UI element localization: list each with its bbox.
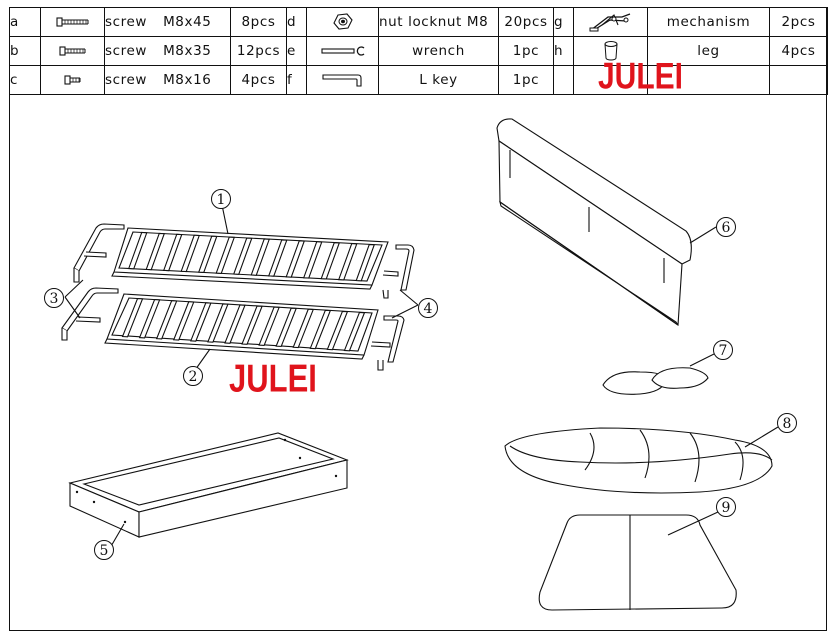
slat — [207, 303, 229, 343]
slat — [337, 243, 358, 281]
slat — [309, 309, 332, 350]
slat — [180, 234, 201, 273]
callout-2: 2 — [183, 366, 203, 386]
slat — [326, 310, 349, 351]
part-name: mechanism — [647, 7, 770, 37]
part-name: screw — [105, 43, 148, 59]
pillows-7 — [602, 352, 717, 395]
slat — [355, 243, 376, 282]
watermark-top: JULEI — [598, 55, 684, 97]
callout-4: 4 — [418, 298, 438, 318]
part-name: screw — [105, 72, 148, 88]
part-qty: 20pcs — [498, 7, 554, 37]
part-qty: 1pc — [498, 36, 554, 66]
mattress-8 — [504, 426, 779, 494]
slat — [250, 238, 271, 276]
part-size: M8x35 — [163, 43, 212, 59]
slat — [302, 241, 323, 279]
slat — [121, 297, 144, 338]
part-size: M8x45 — [163, 14, 212, 30]
storage-box-5 — [68, 432, 349, 549]
slatted-frame-2 — [61, 287, 405, 371]
slat — [258, 306, 280, 346]
callout-9: 9 — [716, 497, 736, 517]
part-name-cell: screw M8x35 — [104, 36, 231, 66]
short-screw-icon — [40, 65, 105, 95]
part-qty: 4pcs — [230, 65, 287, 95]
slat — [138, 299, 161, 339]
callout-5: 5 — [94, 540, 114, 560]
callout-8: 8 — [777, 413, 797, 433]
slat — [145, 232, 166, 271]
part-name-cell: screw M8x45 — [104, 7, 231, 37]
slat — [190, 302, 212, 342]
slat — [172, 301, 195, 341]
part-name: nut locknut — [379, 14, 462, 30]
slat — [224, 304, 246, 344]
slat — [320, 242, 341, 280]
slat — [285, 240, 306, 278]
backrest-6 — [496, 118, 717, 327]
part-qty: 12pcs — [230, 36, 287, 66]
slat — [267, 239, 288, 277]
empty-cell — [769, 65, 828, 95]
part-name: leg — [647, 36, 770, 66]
slat — [275, 307, 297, 348]
slat — [162, 233, 183, 272]
part-qty: 4pcs — [769, 36, 828, 66]
long-screw-icon — [40, 7, 105, 37]
slat — [215, 236, 236, 274]
empty-cell — [573, 65, 648, 95]
l-key-icon — [306, 65, 379, 95]
watermark-middle: JULEI — [229, 356, 317, 401]
part-name: screw — [105, 14, 148, 30]
part-size: M8 — [466, 14, 489, 30]
slatted-frame-1 — [73, 223, 415, 299]
seat-cushion-9 — [538, 511, 737, 611]
callout-6: 6 — [716, 217, 736, 237]
callout-7: 7 — [713, 340, 733, 360]
slat — [197, 235, 218, 274]
slat — [343, 311, 366, 352]
part-name: wrench — [378, 36, 499, 66]
lock-nut-icon — [306, 7, 379, 37]
part-size: M8x16 — [163, 72, 212, 88]
slat — [292, 308, 315, 349]
slat — [232, 237, 253, 275]
callout-1: 1 — [211, 189, 231, 209]
part-letter: f — [286, 65, 307, 95]
slat — [127, 231, 148, 270]
part-letter: b — [9, 36, 41, 66]
slat — [155, 300, 178, 340]
slat — [241, 305, 263, 345]
part-qty: 1pc — [498, 65, 554, 95]
part-name-cell: screw M8x16 — [104, 65, 231, 95]
empty-cell — [647, 65, 770, 95]
callout-3: 3 — [44, 288, 64, 308]
part-qty: 2pcs — [769, 7, 828, 37]
part-name: L key — [378, 65, 499, 95]
